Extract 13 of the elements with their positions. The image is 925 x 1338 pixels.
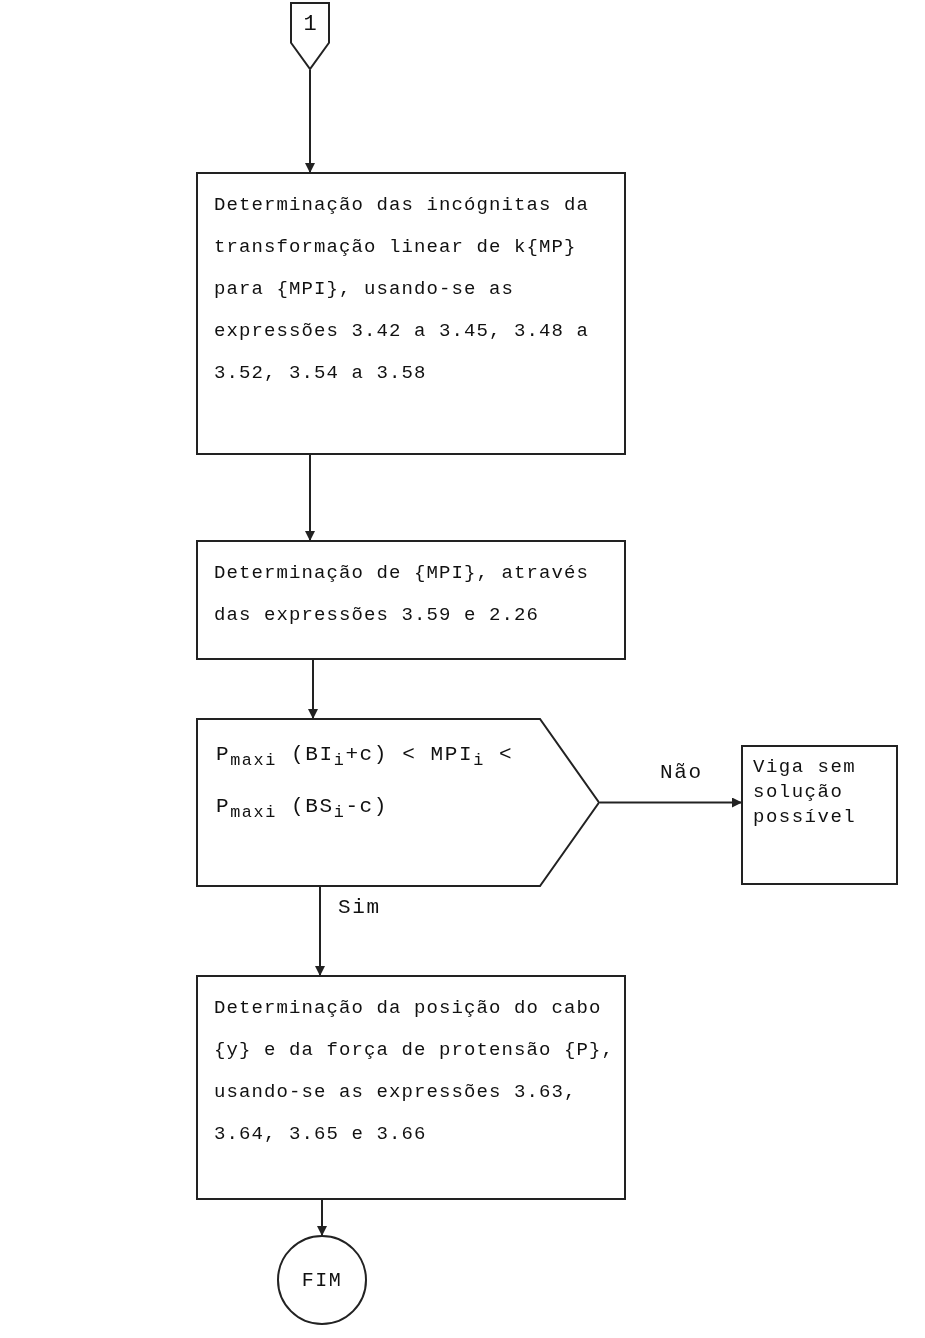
arrow bbox=[599, 797, 742, 808]
off-page-connector: 1 bbox=[290, 2, 330, 70]
end-circle: FIM bbox=[277, 1235, 367, 1325]
process-box: Determinação de {MPI}, através das expressões 3.59 e 2.26 bbox=[196, 540, 626, 660]
decision-shape: P$_{max}$$_{i}$ (BI$_{i}$+c) < MPI$_{i}$ < P$_{max}$$_{i}$ (BS$_{i}$-c) bbox=[196, 718, 600, 887]
arrow bbox=[317, 1199, 327, 1236]
process-box: Determinação da posição do cabo {y} e da força de protensão {P}, usando-se as expressões 3.63, 3.64, 3.65 e 3.66 bbox=[196, 975, 626, 1200]
arrow bbox=[315, 886, 325, 976]
process-box: Determinação das incógnitas da transformação linear de k{MP} para {MPI}, usando-se as expressões 3.42 a 3.45, 3.48 a 3.52, 3.54 a 3.58 bbox=[196, 172, 626, 455]
terminal-box: Viga sem solução possível bbox=[741, 745, 898, 885]
arrow bbox=[305, 69, 315, 173]
arrow bbox=[308, 659, 318, 719]
arrow bbox=[305, 454, 315, 541]
